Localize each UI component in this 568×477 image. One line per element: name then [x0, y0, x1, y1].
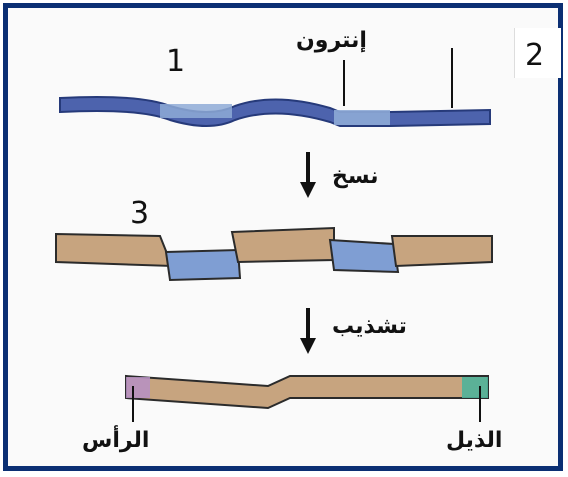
- mrna-tail-cap: [462, 377, 488, 398]
- intron-segment-1: [166, 250, 240, 280]
- splicing-arrow: [300, 308, 316, 354]
- head-label: الرأس: [82, 428, 149, 453]
- exon-2: [232, 228, 334, 262]
- mature-mrna-strand: [126, 376, 488, 408]
- mrna-body: [126, 376, 488, 408]
- intron-segment-2: [330, 240, 398, 272]
- dna-body: [60, 97, 490, 126]
- splicing-label: تشذيب: [332, 314, 407, 339]
- transcription-arrow: [300, 152, 316, 198]
- pre-mrna-strand: [56, 228, 492, 280]
- dna-strand: [60, 97, 490, 126]
- dna-intron-1: [160, 104, 232, 118]
- label-3: 3: [130, 196, 149, 231]
- transcription-label: نسخ: [332, 164, 379, 189]
- exon-1: [56, 234, 172, 266]
- exon-3: [392, 236, 492, 266]
- intron-label: إنترون: [296, 28, 367, 53]
- mrna-head-cap: [126, 377, 150, 398]
- label-2: 2: [525, 38, 544, 73]
- label-1: 1: [166, 44, 185, 79]
- dna-intron-2: [334, 110, 390, 125]
- tail-label: الذيل: [446, 428, 502, 453]
